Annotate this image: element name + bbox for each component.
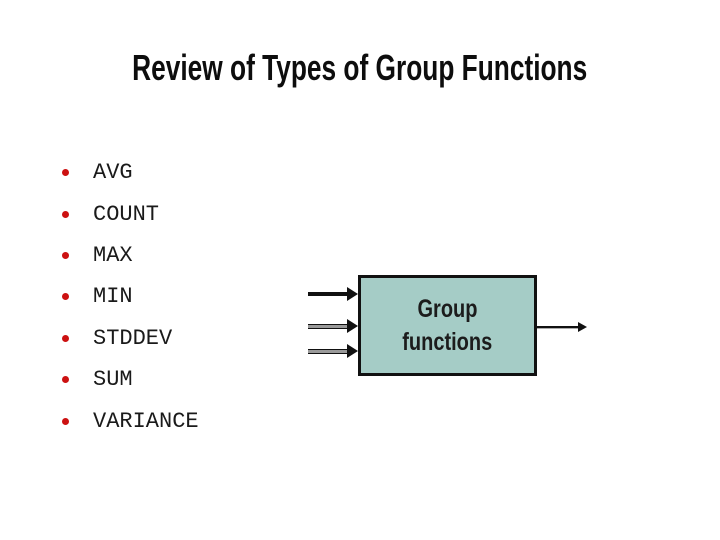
bullet-icon [62,169,69,177]
function-label: COUNT [93,201,160,227]
function-label: AVG [93,160,133,186]
arrow-shaft [537,325,578,329]
list-item: SUM [0,359,199,400]
arrow-shaft [308,323,347,329]
list-item: COUNT [0,193,199,234]
box-label-line: functions [402,327,493,356]
arrow-head [347,344,358,358]
bullet-icon [62,210,69,218]
function-label: VARIANCE [93,408,199,434]
arrow-head [347,319,358,333]
function-label: SUM [93,367,133,393]
arrow-shaft [308,292,347,296]
list-item: STDDEV [0,318,199,359]
list-item: MAX [0,235,199,276]
group-functions-box: Group functions [358,275,537,376]
function-label: MIN [93,284,133,310]
arrow-head [347,287,358,301]
box-label-line: Group [417,294,478,323]
input-arrow-icon [308,287,358,301]
bullet-icon [62,417,69,425]
list-item: VARIANCE [0,400,199,441]
bullet-icon [62,334,69,342]
input-arrow-icon [308,319,358,333]
list-item: AVG [0,152,199,193]
arrow-head [578,322,587,332]
function-label: STDDEV [93,325,173,351]
title-container: Review of Types of Group Functions [0,50,720,86]
function-label: MAX [93,242,133,268]
bullet-icon [62,293,69,301]
input-arrow-icon [308,344,358,358]
bullet-icon [62,376,69,384]
bullet-icon [62,251,69,259]
list-item: MIN [0,276,199,317]
slide-title: Review of Types of Group Functions [132,47,588,88]
arrow-shaft [308,348,347,354]
output-arrow-icon [537,322,587,332]
group-function-list: AVG COUNT MAX MIN STDDEV SUM VARIANCE [0,152,199,442]
